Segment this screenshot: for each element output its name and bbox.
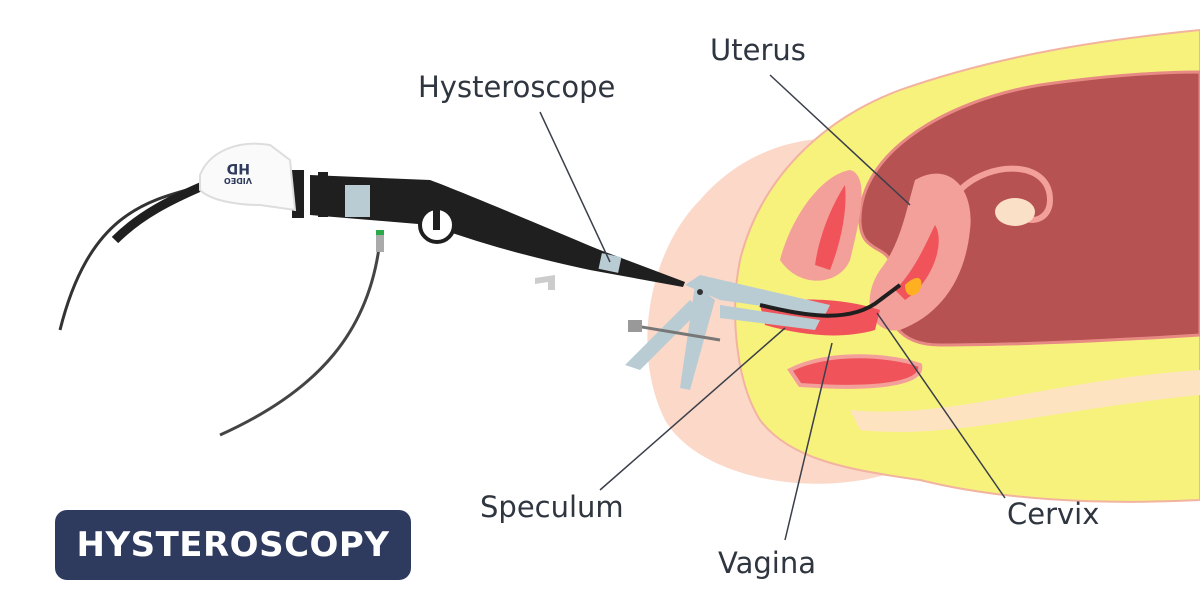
label-speculum: Speculum bbox=[480, 490, 624, 524]
rectum bbox=[787, 354, 923, 389]
light-connector bbox=[376, 230, 384, 252]
title-text: HYSTEROSCOPY bbox=[76, 525, 390, 565]
hysteroscope-leader bbox=[539, 111, 611, 263]
vagina-leader bbox=[784, 342, 833, 541]
light-cable bbox=[219, 239, 382, 437]
speculum-instrument bbox=[625, 275, 830, 390]
hd-logo: HD bbox=[227, 160, 250, 176]
hysteroscope bbox=[292, 170, 685, 290]
title-badge: HYSTEROSCOPY bbox=[55, 510, 411, 580]
label-uterus: Uterus bbox=[710, 33, 806, 67]
camera-cable-sleeve bbox=[111, 180, 207, 244]
label-cervix: Cervix bbox=[1007, 497, 1100, 531]
glow bbox=[905, 278, 922, 296]
uterus-leader bbox=[769, 74, 911, 206]
uterine-cavity bbox=[895, 225, 939, 300]
camera-cable bbox=[58, 183, 206, 331]
ovary bbox=[995, 198, 1035, 226]
bladder-inner bbox=[815, 185, 846, 270]
hysteroscope-sheath bbox=[759, 283, 902, 318]
cervix-leader bbox=[876, 312, 1006, 499]
label-vagina: Vagina bbox=[718, 546, 816, 580]
spine-bands bbox=[850, 370, 1200, 432]
fallopian-tube bbox=[957, 165, 1054, 223]
video-logo: VIDEO bbox=[224, 176, 252, 185]
camera-head: HD VIDEO bbox=[199, 142, 297, 212]
label-hysteroscope: Hysteroscope bbox=[418, 70, 616, 104]
leader-lines bbox=[539, 74, 1006, 541]
light-connector-ring bbox=[376, 230, 384, 235]
speculum-leader bbox=[599, 327, 786, 491]
